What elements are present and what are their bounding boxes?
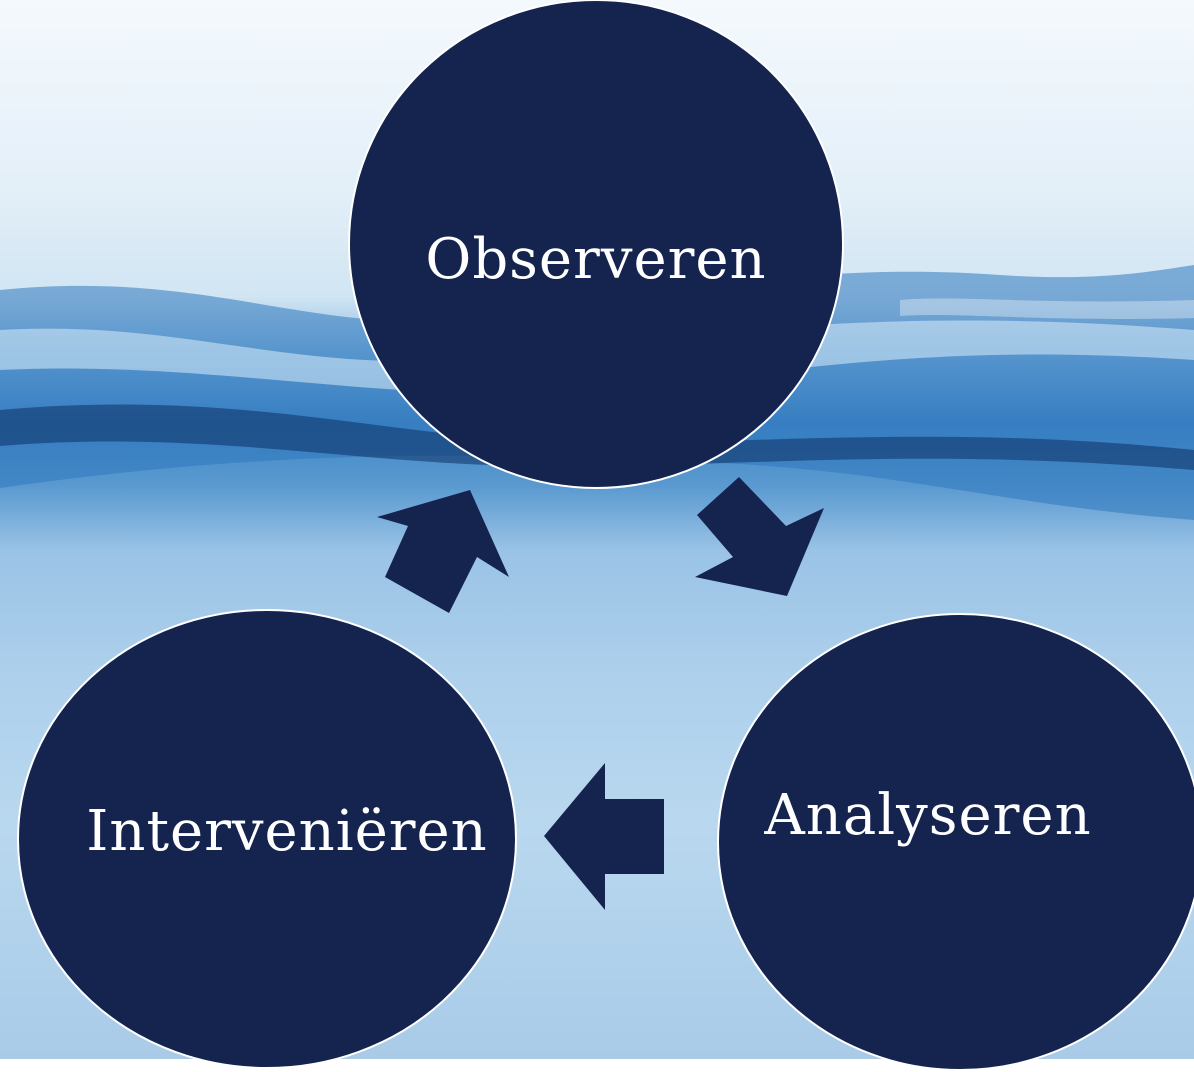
node-intervenieren: Interveniëren xyxy=(16,608,518,1070)
node-label-analyseren: Analyseren xyxy=(764,783,1092,848)
node-circle xyxy=(348,0,844,489)
node-analyseren: Analyseren xyxy=(716,612,1194,1072)
node-label-intervenieren: Interveniëren xyxy=(86,799,488,864)
node-label-observeren: Observeren xyxy=(425,227,767,292)
node-observeren: Observeren xyxy=(347,0,845,490)
